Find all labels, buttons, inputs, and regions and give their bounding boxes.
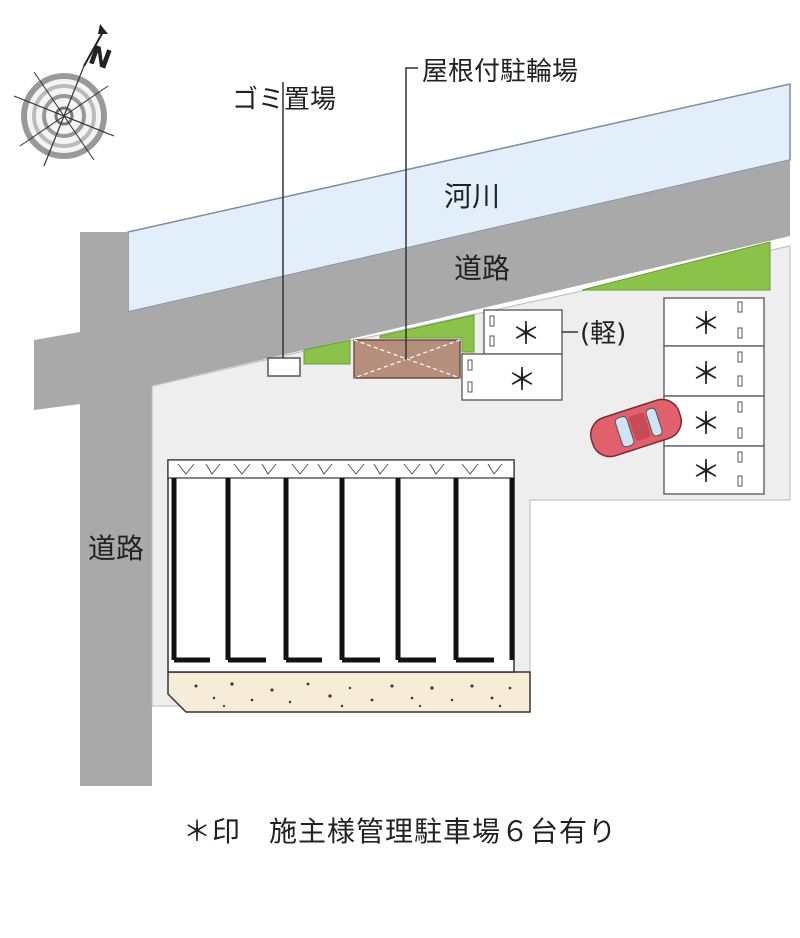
parking-space-6: ＊ <box>663 445 765 495</box>
building-units <box>171 478 515 663</box>
road-left-label: 道路 <box>88 532 144 565</box>
parking-marker: ＊ <box>691 455 721 490</box>
green-strip-left <box>303 339 351 365</box>
trash-label: ゴミ置場 <box>232 85 336 115</box>
trash-area <box>267 357 301 377</box>
river-label: 河川 <box>444 180 500 213</box>
gravel-strip <box>167 671 531 713</box>
caption-text: 施主様管理駐車場６台有り <box>269 815 618 848</box>
caption: ＊印施主様管理駐車場６台有り <box>0 810 800 850</box>
unit-doors <box>177 463 503 475</box>
parking-space-2: ＊ <box>461 353 563 401</box>
north-label: N <box>84 40 115 76</box>
road-top-label: 道路 <box>454 252 510 285</box>
parking-marker: ＊ <box>691 357 721 392</box>
parking-space-kei: ＊ <box>483 309 563 355</box>
road-left <box>34 232 152 786</box>
caption-mark: ＊印 <box>182 815 241 848</box>
bike-parking-label: 屋根付駐輪場 <box>422 57 578 87</box>
parking-marker: ＊ <box>507 363 537 398</box>
compass-icon: N <box>13 24 115 167</box>
parking-marker: ＊ <box>691 407 721 442</box>
kei-label: (軽) <box>580 319 626 349</box>
car-icon <box>590 398 682 458</box>
green-strip-right <box>581 241 771 291</box>
gravel-dots <box>194 682 512 708</box>
road-top <box>128 160 790 386</box>
parking-space-4: ＊ <box>663 345 765 397</box>
parking-space-3: ＊ <box>663 297 765 347</box>
parking-marker: ＊ <box>511 317 541 352</box>
parking-marker: ＊ <box>691 307 721 342</box>
green-strip-mid <box>379 314 475 353</box>
